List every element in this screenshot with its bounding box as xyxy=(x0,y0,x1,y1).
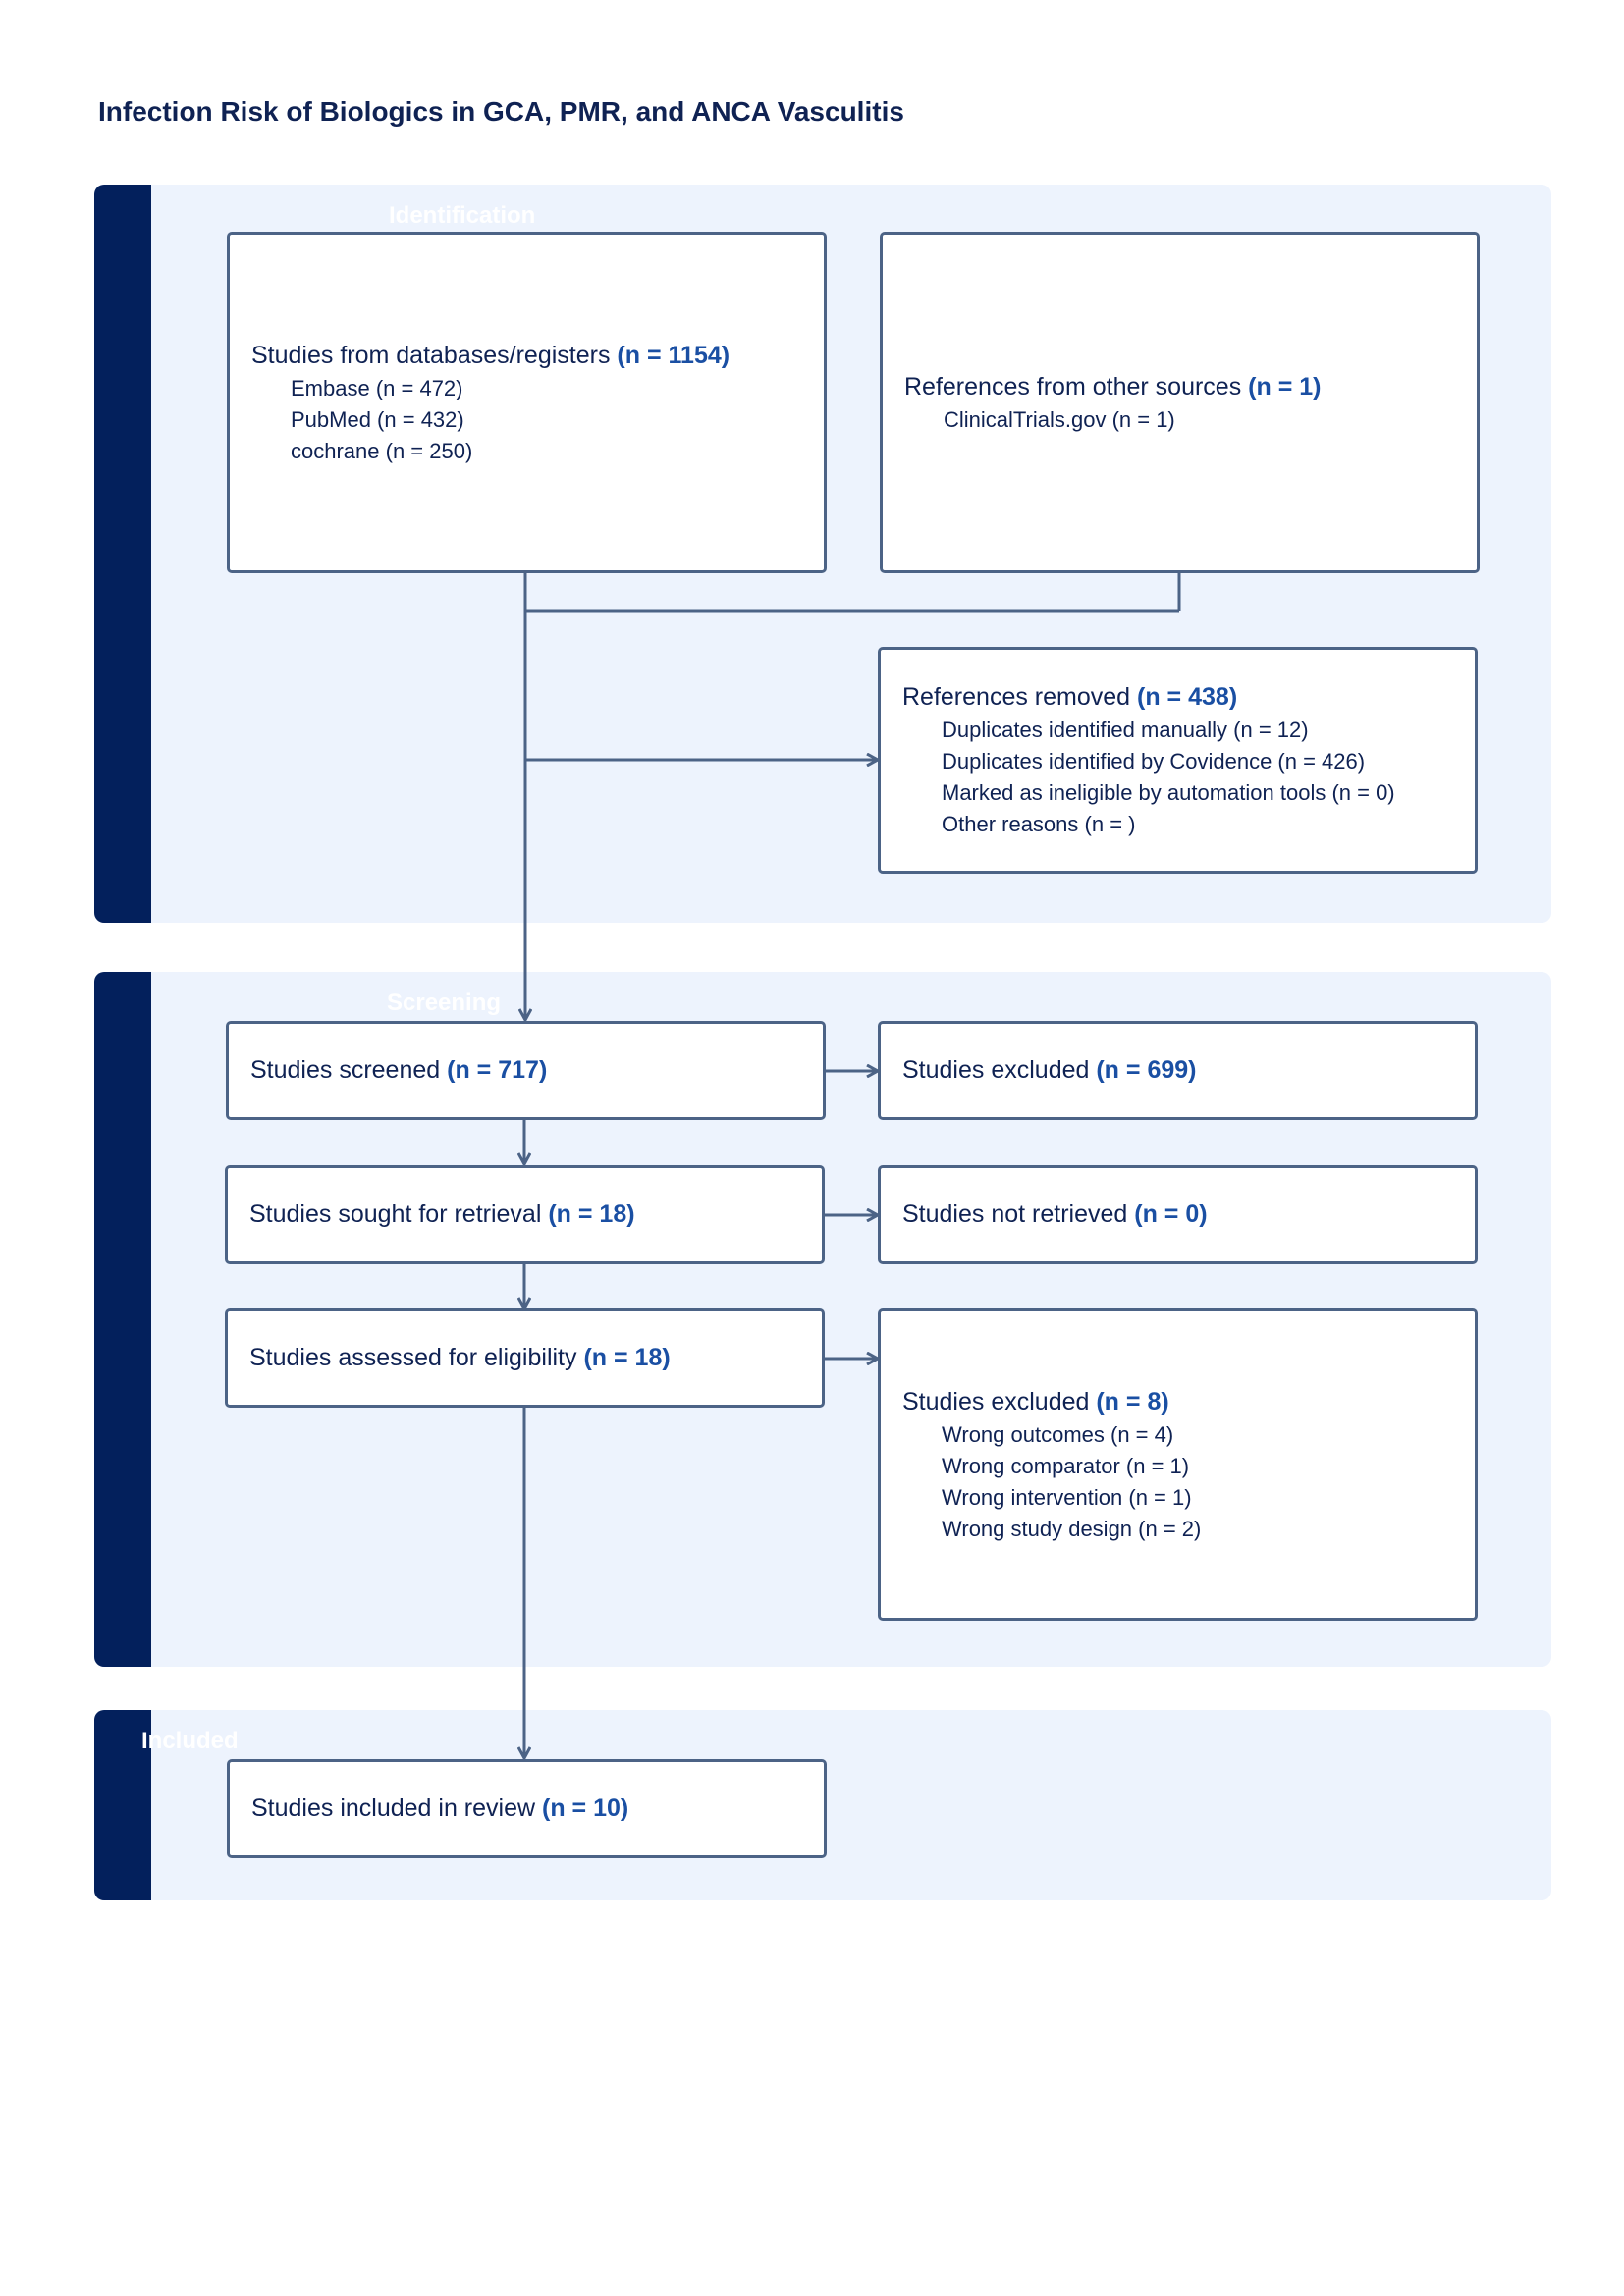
identification-label: Identification xyxy=(389,202,536,229)
exclusion-reason: Wrong outcomes (n = 4) xyxy=(942,1421,1174,1447)
other-sources-label: References from other sources xyxy=(904,372,1242,400)
source-embase: Embase (n = 472) xyxy=(291,375,463,400)
not-retrieved-box: Studies not retrieved (n = 0) xyxy=(878,1165,1478,1264)
removed-reason: Other reasons (n = ) xyxy=(942,812,1136,836)
databases-box: Studies from databases/registers (n = 11… xyxy=(227,232,827,573)
retrieval-box: Studies sought for retrieval (n = 18) xyxy=(225,1165,825,1264)
not-retrieved-count: (n = 0) xyxy=(1134,1201,1208,1228)
elig-excluded-reasons: Wrong outcomes (n = 4) Wrong comparator … xyxy=(902,1416,1465,1542)
removed-reason: Marked as ineligible by automation tools… xyxy=(942,780,1395,805)
identification-bar xyxy=(94,185,151,923)
eligibility-box: Studies assessed for eligibility (n = 18… xyxy=(225,1308,825,1408)
eligibility-label: Studies assessed for eligibility xyxy=(249,1344,577,1371)
removed-box: References removed (n = 438) Duplicates … xyxy=(878,647,1478,874)
screen-excluded-label: Studies excluded xyxy=(902,1056,1090,1084)
databases-sources: Embase (n = 472) PubMed (n = 432) cochra… xyxy=(251,370,814,464)
screened-label: Studies screened xyxy=(250,1056,441,1084)
databases-count: (n = 1154) xyxy=(617,341,731,369)
removed-reason: Duplicates identified manually (n = 12) xyxy=(942,718,1309,742)
screen-excluded-count: (n = 699) xyxy=(1096,1056,1197,1084)
retrieval-label: Studies sought for retrieval xyxy=(249,1201,542,1228)
elig-excluded-label: Studies excluded xyxy=(902,1387,1090,1415)
removed-reasons: Duplicates identified manually (n = 12) … xyxy=(902,712,1465,837)
other-sources-box: References from other sources (n = 1) Cl… xyxy=(880,232,1480,573)
other-sources-list: ClinicalTrials.gov (n = 1) xyxy=(904,401,1467,433)
exclusion-reason: Wrong intervention (n = 1) xyxy=(942,1484,1192,1510)
elig-excluded-count: (n = 8) xyxy=(1096,1387,1169,1415)
included-count: (n = 10) xyxy=(542,1794,629,1822)
included-box-label: Studies included in review xyxy=(251,1794,536,1822)
exclusion-reason: Wrong comparator (n = 1) xyxy=(942,1453,1190,1478)
other-sources-count: (n = 1) xyxy=(1248,372,1322,400)
exclusion-reason: Wrong study design (n = 2) xyxy=(942,1516,1202,1541)
databases-label: Studies from databases/registers xyxy=(251,341,611,369)
screened-count: (n = 717) xyxy=(447,1056,548,1084)
included-bar xyxy=(94,1710,151,1900)
screening-label: Screening xyxy=(387,989,502,1016)
removed-count: (n = 438) xyxy=(1137,683,1238,711)
screened-box: Studies screened (n = 717) xyxy=(226,1021,826,1120)
source-pubmed: PubMed (n = 432) xyxy=(291,406,464,432)
not-retrieved-label: Studies not retrieved xyxy=(902,1201,1128,1228)
elig-excluded-box: Studies excluded (n = 8) Wrong outcomes … xyxy=(878,1308,1478,1621)
source-cochrane: cochrane (n = 250) xyxy=(291,438,473,463)
source-clinicaltrials: ClinicalTrials.gov (n = 1) xyxy=(944,406,1175,432)
retrieval-count: (n = 18) xyxy=(548,1201,635,1228)
removed-reason: Duplicates identified by Covidence (n = … xyxy=(942,749,1366,774)
diagram-title: Infection Risk of Biologics in GCA, PMR,… xyxy=(98,96,904,127)
eligibility-count: (n = 18) xyxy=(583,1344,671,1371)
included-box: Studies included in review (n = 10) xyxy=(227,1759,827,1858)
screening-bar xyxy=(94,972,151,1667)
included-label: Included xyxy=(141,1728,239,1754)
screen-excluded-box: Studies excluded (n = 699) xyxy=(878,1021,1478,1120)
removed-label: References removed xyxy=(902,683,1131,711)
